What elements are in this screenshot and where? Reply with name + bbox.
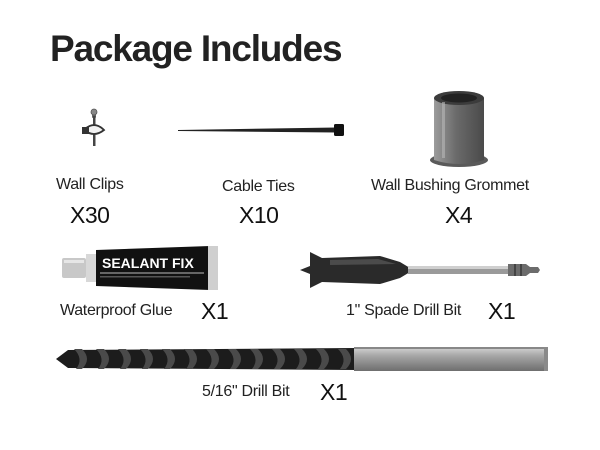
drill-flute: [140, 349, 153, 369]
twist-drill-bit-icon: [56, 347, 548, 371]
spade-drill-bit-icon: [300, 252, 540, 288]
drill-flute: [96, 349, 109, 369]
drill-flute: [74, 349, 87, 369]
item-label: Wall Bushing Grommet: [371, 177, 529, 194]
wall-clip-icon: [82, 108, 106, 146]
drill-flute: [206, 349, 219, 369]
item-quantity: X1: [201, 298, 229, 324]
drill-flute: [228, 349, 241, 369]
grommet-icon: [430, 91, 488, 167]
item-quantity: X10: [239, 202, 279, 228]
drill-flute: [118, 349, 131, 369]
cable-tie-icon: [178, 124, 344, 136]
item-label: Cable Ties: [222, 178, 295, 195]
glue-tube-icon: SEALANT FIX: [62, 246, 218, 290]
item-label: 5/16" Drill Bit: [202, 383, 290, 400]
item-label: Wall Clips: [56, 176, 124, 193]
drill-flute: [338, 349, 351, 369]
page-title: Package Includes: [50, 28, 343, 69]
drill-flute: [184, 349, 197, 369]
drill-flute: [316, 349, 329, 369]
drill-flute: [162, 349, 175, 369]
item-quantity: X4: [445, 202, 473, 228]
tube-label: SEALANT FIX: [102, 255, 194, 271]
drill-flute: [294, 349, 307, 369]
item-quantity: X1: [488, 298, 516, 324]
item-quantity: X30: [70, 202, 110, 228]
drill-flute: [250, 349, 263, 369]
item-label: Waterproof Glue: [60, 302, 173, 319]
item-quantity: X1: [320, 379, 348, 405]
drill-flute: [272, 349, 285, 369]
item-label: 1" Spade Drill Bit: [346, 302, 461, 319]
